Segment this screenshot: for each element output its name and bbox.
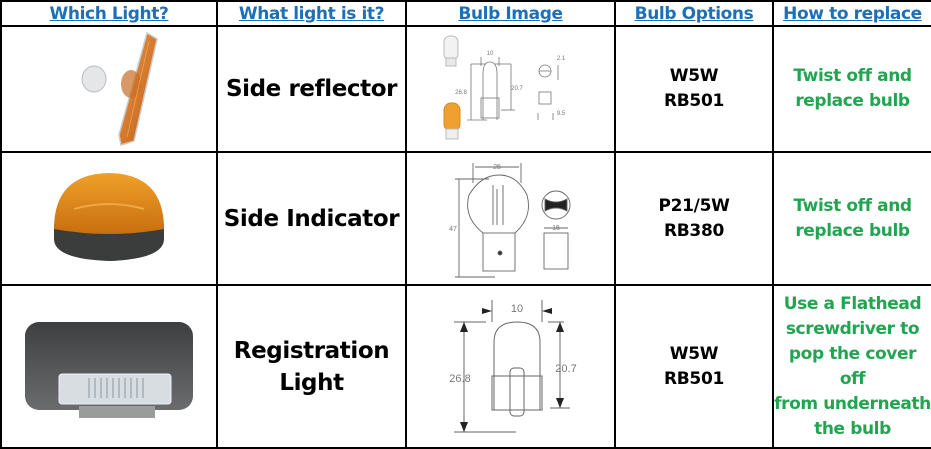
light-name-cell: Side Indicator <box>216 151 407 286</box>
bulb-image-cell: 25 47 15 <box>405 151 616 286</box>
light-image-cell <box>0 25 218 153</box>
bulb-options-cell: P21/5W RB380 <box>614 151 774 286</box>
light-name-cell: Side reflector <box>216 25 407 153</box>
instruction-line: replace bulb <box>795 91 910 111</box>
bulb-option: W5W <box>669 343 719 364</box>
bulb-part-number: RB501 <box>663 368 725 389</box>
table-row: Side reflector <box>0 25 931 153</box>
light-name: Side Indicator <box>223 205 400 232</box>
dim-glass-label: 20.7 <box>555 363 576 375</box>
header-link-bulb-image[interactable]: Bulb Image <box>458 3 563 24</box>
header-what-light: What light is it? <box>216 0 407 27</box>
dim-height-label: 47 <box>449 226 457 233</box>
instruction-line: Use a Flathead <box>783 293 922 314</box>
instruction-line: replace bulb <box>795 220 910 241</box>
header-bulb-options: Bulb Options <box>614 0 774 27</box>
how-to-replace-cell: Twist off and replace bulb <box>772 151 931 286</box>
light-image-cell <box>0 151 218 286</box>
w5w-wedge-bulb-diagram: 10 26.8 20.7 <box>449 299 576 432</box>
bulb-image-cell: 10 26.8 20.7 <box>405 284 616 449</box>
instruction-line: pop the cover off <box>788 343 917 389</box>
bulb-option: W5W <box>669 66 719 86</box>
table-row: Side Indicator 25 47 <box>0 151 931 286</box>
table-row: Registration Light 10 26.8 <box>0 284 931 449</box>
w5w-wedge-bulb-diagram: 10 26.8 20.7 2.1 9.5 <box>443 35 565 140</box>
instruction-line: from underneath <box>774 393 931 414</box>
light-name-cell: Registration Light <box>216 284 407 449</box>
bulb-option: P21/5W <box>658 195 730 216</box>
bulb-part-number: RB501 <box>663 91 725 111</box>
p21-5w-bayonet-bulb-diagram: 25 47 15 <box>449 162 570 277</box>
dim-height-label: 26.8 <box>455 90 467 96</box>
header-how-to-replace: How to replace <box>772 0 931 27</box>
bulb-image-cell: 10 26.8 20.7 2.1 9.5 <box>405 25 616 153</box>
how-to-replace-cell: Use a Flathead screwdriver to pop the co… <box>772 284 931 449</box>
dim-width-label: 25 <box>493 164 501 171</box>
header-link-what-light[interactable]: What light is it? <box>238 3 385 24</box>
registration-lamp-image <box>25 321 193 418</box>
light-name: Light <box>279 369 344 396</box>
header-link-which-light[interactable]: Which Light? <box>49 3 169 24</box>
instruction-line: the bulb <box>814 418 891 439</box>
header-bulb-image: Bulb Image <box>405 0 616 27</box>
side-indicator-lamp-image <box>54 172 164 261</box>
how-to-replace-cell: Twist off and replace bulb <box>772 25 931 153</box>
instruction-line: Twist off and <box>793 66 912 86</box>
dim-side-label: 2.1 <box>556 56 565 62</box>
dim-width-label: 10 <box>486 51 493 57</box>
header-link-how-to-replace[interactable]: How to replace <box>783 3 922 24</box>
bulb-options-cell: W5W RB501 <box>614 25 774 153</box>
header-which-light: Which Light? <box>0 0 218 27</box>
header-link-bulb-options[interactable]: Bulb Options <box>634 3 754 24</box>
dim-height-label: 26.8 <box>449 373 470 385</box>
dim-width-label: 10 <box>510 303 522 315</box>
side-reflector-lamp-image <box>81 31 158 146</box>
header-row: Which Light? What light is it? Bulb Imag… <box>0 0 931 27</box>
dim-glass-label: 20.7 <box>511 86 523 92</box>
instruction-line: Twist off and <box>793 195 912 216</box>
bulb-part-number: RB380 <box>663 220 725 241</box>
instruction-line: screwdriver to <box>785 318 920 339</box>
light-name: Registration <box>233 337 390 364</box>
dim-base-label: 15 <box>552 225 560 232</box>
light-name: Side reflector <box>225 76 398 102</box>
dim-base-label: 9.5 <box>556 111 565 117</box>
light-image-cell <box>0 284 218 449</box>
bulb-options-cell: W5W RB501 <box>614 284 774 449</box>
